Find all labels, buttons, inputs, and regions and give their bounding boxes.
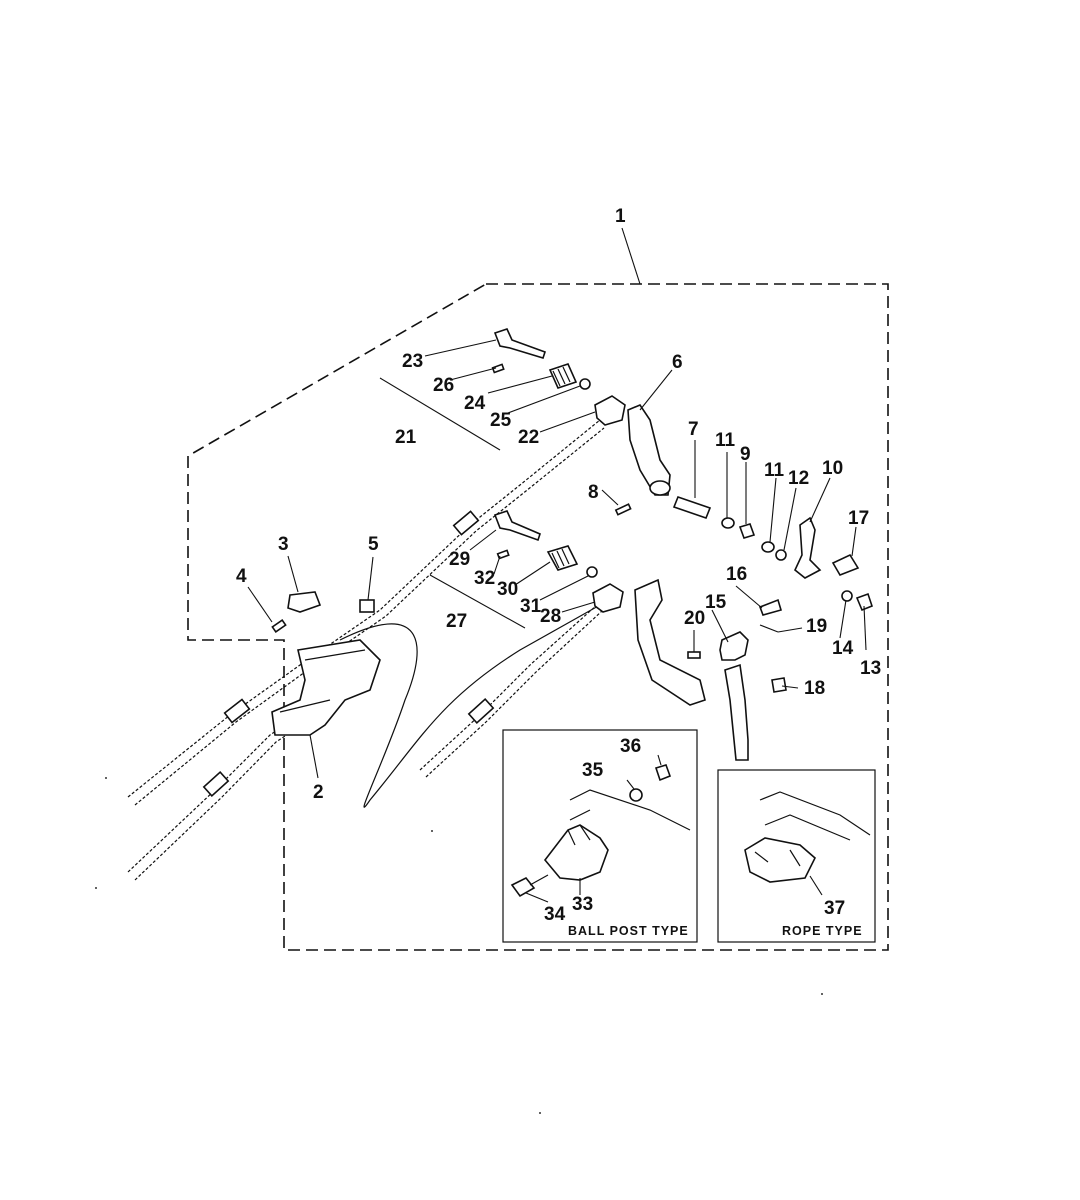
nut-part-9: [738, 523, 756, 539]
nut-part-18: [771, 677, 787, 693]
callout-20: 20: [684, 608, 705, 629]
pin-part-8: [614, 503, 632, 516]
inset-rope-caption: ROPE TYPE: [782, 924, 863, 938]
callout-26: 26: [433, 375, 454, 396]
callout-22: 22: [518, 427, 539, 448]
callout-36: 36: [620, 736, 641, 757]
callout-29: 29: [449, 549, 470, 570]
clip-part-15: [719, 631, 749, 661]
callout-18: 18: [804, 678, 825, 699]
cable-upper-b: [134, 427, 605, 806]
washer-part-25: [579, 378, 591, 390]
callout-5: 5: [368, 534, 379, 555]
inset-ball-post-caption: BALL POST TYPE: [568, 924, 689, 938]
lever-part-6: [627, 404, 671, 496]
spring-part-30: [546, 545, 579, 571]
inset-ball-post-frame: [502, 729, 698, 943]
callout-labels: 1 2 3 4 5 6 7 8 9 10 11 11 12 13 14 15 1…: [236, 206, 881, 925]
arm-part-10: [794, 516, 822, 579]
washer-part-35: [629, 788, 643, 802]
callout-35: 35: [582, 760, 604, 781]
sleeve-part-7: [672, 495, 712, 520]
callout-32: 32: [474, 568, 495, 589]
ferrule-d: [202, 771, 230, 797]
nut-part-5: [359, 599, 375, 613]
callout-9: 9: [740, 444, 751, 465]
inset-ball-post-type: BALL POST TYPE: [502, 729, 698, 943]
callout-25: 25: [490, 410, 512, 431]
callout-21: 21: [395, 427, 417, 448]
callout-11a: 11: [715, 430, 736, 451]
callout-14: 14: [832, 638, 854, 659]
callout-15: 15: [705, 592, 727, 613]
pin-assembly-upper: [491, 328, 626, 426]
callout-8: 8: [588, 482, 599, 503]
clevis-part-28: [592, 583, 624, 613]
callout-19: 19: [806, 616, 827, 637]
callout-10: 10: [822, 458, 843, 479]
callout-34: 34: [544, 904, 566, 925]
callout-30: 30: [497, 579, 518, 600]
clip-part-3: [287, 591, 322, 613]
ferrule-b: [452, 510, 480, 536]
washer-part-14: [841, 590, 853, 602]
plate-part-33: [543, 824, 609, 881]
callout-4: 4: [236, 566, 247, 587]
callout-31: 31: [520, 596, 542, 617]
lever-lower: [634, 578, 706, 706]
nut-part-36: [654, 764, 672, 782]
callout-16: 16: [726, 564, 747, 585]
cable-lower-b: [134, 721, 307, 881]
callout-24: 24: [464, 393, 486, 414]
callout-13: 13: [860, 658, 881, 679]
washer-part-11a: [721, 517, 735, 529]
screw-part-13: [855, 592, 873, 612]
bracket-part-2: [271, 639, 381, 736]
callout-23: 23: [402, 351, 423, 372]
pin-part-26: [491, 363, 505, 374]
leader-lines: [247, 227, 867, 779]
inset-rope-type: ROPE TYPE: [717, 769, 876, 943]
callout-28: 28: [540, 606, 561, 627]
hardware-parts-7-12: [614, 495, 873, 612]
callout-3: 3: [278, 534, 289, 555]
cable-lower-right-b: [425, 610, 603, 778]
callout-37: 37: [824, 898, 845, 919]
callout-33: 33: [572, 894, 593, 915]
washer-part-12: [775, 549, 787, 561]
screw-part-20: [687, 651, 701, 659]
callout-12: 12: [788, 468, 809, 489]
washer-part-11b: [761, 541, 775, 553]
inset-rope-frame: [717, 769, 876, 943]
pin-part-4: [271, 618, 287, 634]
pin-part-23: [493, 328, 547, 359]
cable-loop: [339, 604, 601, 808]
group-brackets: [379, 377, 526, 629]
latch-handle: [724, 663, 749, 761]
ferrule-a: [223, 698, 251, 724]
clevis-part-22: [594, 395, 626, 426]
pin-part-29: [493, 510, 541, 542]
washer-part-31: [586, 566, 598, 578]
scan-specks: [95, 777, 823, 1114]
callout-6: 6: [672, 352, 683, 373]
callout-11b: 11: [764, 460, 785, 481]
pin-part-16: [758, 598, 783, 616]
callout-27: 27: [446, 611, 467, 632]
callout-1: 1: [615, 206, 626, 227]
bolt-part-34: [510, 876, 536, 898]
pin-part-19: [759, 624, 779, 633]
callout-2: 2: [313, 782, 324, 803]
block-part-17: [831, 553, 860, 576]
callout-7: 7: [688, 419, 699, 440]
callout-17: 17: [848, 508, 869, 529]
pin-assembly-lower: [493, 510, 706, 706]
ferrule-c: [467, 698, 495, 724]
cable-lower-right: [419, 603, 599, 771]
assembly-outline: [187, 283, 889, 951]
hook-part-37: [744, 837, 816, 883]
